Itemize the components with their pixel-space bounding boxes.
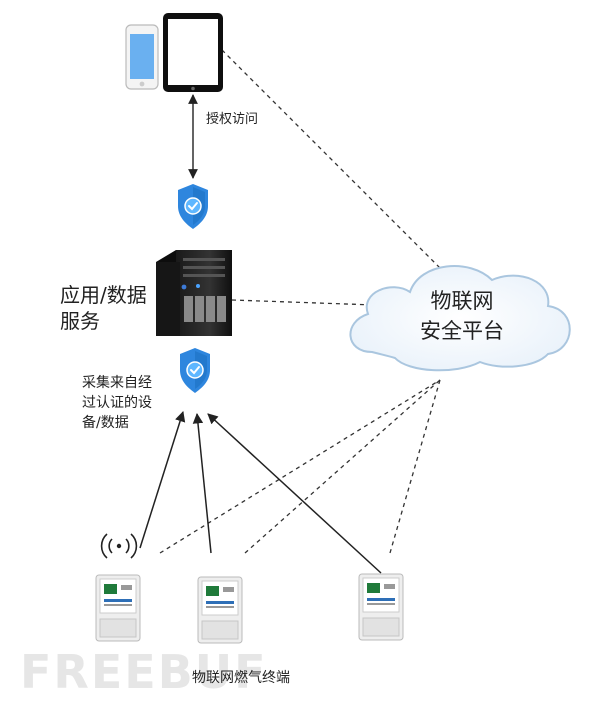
shield-icon-top	[178, 184, 208, 229]
dashed-line-tablet-platform	[221, 49, 453, 281]
collect-devices-line-1: 采集来自经	[82, 375, 152, 391]
collect-devices-line-2: 过认证的设	[82, 395, 152, 411]
collect-devices-line-3: 备/数据	[82, 415, 129, 431]
iot-platform-line-2: 安全平台	[420, 319, 504, 343]
arrow-meter1-to-service	[139, 410, 186, 549]
gas-terminals-label: 物联网燃气终端	[192, 670, 290, 686]
dashed-connections	[159, 49, 453, 554]
arrow-meter2-to-service	[192, 412, 212, 554]
gas-meter-icon-1	[95, 574, 141, 642]
server-icon	[156, 250, 232, 336]
dashed-line-meter3-platform	[389, 379, 441, 554]
dashed-line-meter1-platform	[159, 379, 441, 554]
tablet-icon	[163, 13, 223, 92]
collect-devices-label: 采集来自经 过认证的设 备/数据	[82, 373, 152, 433]
phone-icon	[125, 24, 159, 90]
gas-meter-icon-2	[197, 576, 243, 644]
arrow-meter3-to-service	[207, 413, 382, 574]
wireless-signal-icon	[100, 533, 138, 559]
upload-arrows	[139, 410, 382, 574]
watermark-logo: FREEBUF	[20, 645, 268, 699]
cloud-platform-icon	[349, 265, 571, 372]
app-data-service-line-2: 服务	[60, 309, 100, 333]
authorized-access-label: 授权访问	[206, 112, 259, 127]
gas-meter-icon-3	[358, 573, 404, 641]
dashed-line-meter2-platform	[244, 379, 441, 554]
app-data-service-label: 应用/数据 服务	[60, 282, 147, 334]
iot-platform-line-1: 物联网	[430, 289, 494, 313]
dashed-line-server-platform	[231, 299, 376, 306]
app-data-service-line-1: 应用/数据	[60, 283, 147, 307]
shield-icon-bottom	[180, 348, 210, 393]
iot-platform-label: 物联网 安全平台	[392, 286, 532, 346]
